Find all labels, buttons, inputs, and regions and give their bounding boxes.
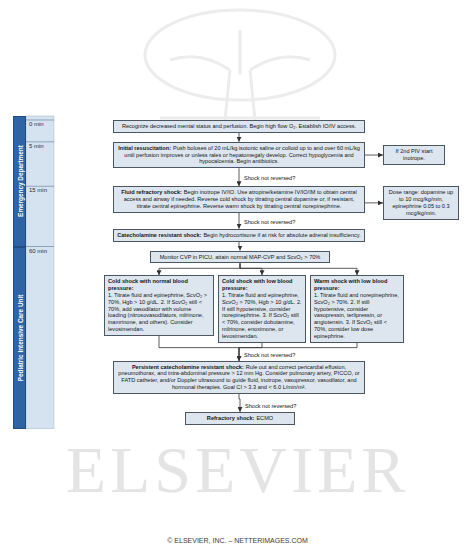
box-heading: Cold shock with normal blood pressure: <box>108 278 210 292</box>
process-box: Persistent catecholamine resistant shock… <box>113 361 365 394</box>
box-text: 1. Titrate fluid and epinephrine, ScvO₂ … <box>108 292 207 332</box>
location-band: Pediatric Intensive Care Unit <box>13 247 26 429</box>
process-box: Catecholamine resistant shock:Begin hydr… <box>113 229 365 242</box>
box-heading: Initial resuscitation: <box>118 145 171 151</box>
flow-arrow <box>239 394 240 412</box>
process-box: Warm shock with low blood pressure:1. Ti… <box>310 275 404 342</box>
box-heading: Refractory shock: <box>207 415 255 421</box>
timeline-column <box>26 116 54 429</box>
box-heading: Persistent catecholamine resistant shock… <box>132 364 244 370</box>
box-text: Dose range: dopamine up to 10 mcg/kg/min… <box>389 189 453 215</box>
edge-label: Shock not reversed? <box>243 219 296 225</box>
box-text: ECMO <box>256 415 273 421</box>
watermark-text: ELSEVIER <box>0 432 475 508</box>
box-heading: Catecholamine resistant shock: <box>117 232 201 238</box>
box-text: Emergency Department <box>16 145 23 217</box>
box-text: Pediatric Intensive Care Unit <box>16 294 23 381</box>
time-tick <box>26 141 54 142</box>
flow-arrow <box>365 202 383 203</box>
note-box: If 2nd PIV start inotrope. <box>383 145 445 165</box>
process-box: Monitor CVP in PICU, attain normal MAP-C… <box>150 251 330 264</box>
flow-arrow <box>239 168 240 186</box>
flow-arrow <box>240 263 357 275</box>
process-box: Initial resuscitation:Push boluses of 20… <box>113 142 365 168</box>
box-text: Recognize decreased mental status and pe… <box>122 123 356 129</box>
time-label: 60 min <box>29 248 47 254</box>
box-text: 1. Titrate fluid and norepinephrine, Scv… <box>314 292 399 339</box>
box-heading: Fluid refractory shock: <box>121 189 182 195</box>
process-box: Fluid refractory shock:Begin inotrope IV… <box>113 186 365 212</box>
box-text: Begin hydrocortisone if at risk for abso… <box>203 232 360 238</box>
flow-arrow <box>365 155 383 156</box>
process-box: Cold shock with low blood pressure:1. Ti… <box>218 275 306 342</box>
process-box: Recognize decreased mental status and pe… <box>113 120 365 133</box>
flow-arrow <box>240 263 262 275</box>
box-text: 1. Titrate fluid and epinephrine, ScvO₂ … <box>222 292 302 339</box>
terminal-box: Refractory shock:ECMO <box>185 412 295 425</box>
time-tick <box>26 120 54 121</box>
box-text: Monitor CVP in PICU, attain normal MAP-C… <box>160 254 321 260</box>
location-band: Emergency Department <box>13 116 26 247</box>
copyright-footer: © ELSEVIER, INC. – NETTERIMAGES.COM <box>0 537 475 544</box>
edge-label: Shock not reversed? <box>243 352 296 358</box>
flow-arrow <box>239 242 240 251</box>
box-heading: Warm shock with low blood pressure: <box>314 278 400 292</box>
flow-arrow <box>239 213 240 229</box>
time-label: 15 min <box>29 187 47 193</box>
edge-label: Shock not reversed? <box>243 175 296 181</box>
flow-arrow <box>239 133 240 142</box>
note-box: Dose range: dopamine up to 10 mcg/kg/min… <box>383 186 459 219</box>
time-label: 0 min <box>29 121 44 127</box>
box-text: If 2nd PIV start inotrope. <box>396 148 433 161</box>
process-box: Cold shock with normal blood pressure:1.… <box>104 275 214 336</box>
box-heading: Cold shock with low blood pressure: <box>222 278 302 292</box>
time-tick <box>26 186 54 187</box>
time-label: 5 min <box>29 143 44 149</box>
flow-arrow <box>159 263 240 275</box>
edge-label: Shock not reversed? <box>244 403 297 409</box>
flow-arrow <box>239 343 357 361</box>
time-tick <box>26 246 54 247</box>
